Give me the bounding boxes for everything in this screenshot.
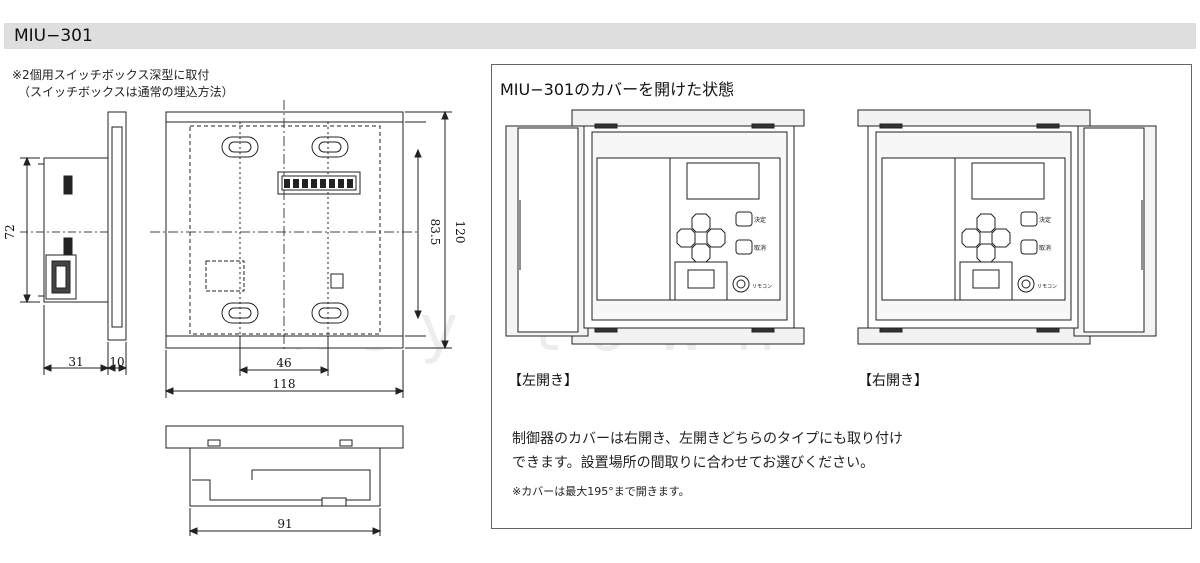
model-title: MIU−301 bbox=[14, 26, 93, 46]
dim-side-height: 72 bbox=[3, 224, 17, 239]
cover-description-1: 制御器のカバーは右開き、左開きどちらのタイプにも取り付け bbox=[512, 431, 904, 447]
left-remote-label: リモコン bbox=[752, 284, 772, 290]
dim-side-depth: 31 bbox=[68, 355, 83, 369]
left-open-caption: 【左開き】 bbox=[508, 373, 578, 389]
mount-note-2: （スイッチボックスは通常の埋込方法） bbox=[18, 85, 234, 99]
right-open-caption: 【右開き】 bbox=[858, 373, 928, 389]
cover-panel-title: MIU−301のカバーを開けた状態 bbox=[500, 80, 735, 99]
dim-bottom-width: 91 bbox=[277, 517, 292, 531]
cover-open-panel bbox=[491, 64, 1192, 529]
left-btn-decide-label: 決定 bbox=[754, 216, 766, 224]
device-right-open bbox=[857, 109, 1157, 345]
cover-description-2: できます。設置場所の間取りに合わせてお選びください。 bbox=[512, 455, 875, 471]
dim-front-inner-height: 83.5 bbox=[428, 219, 442, 246]
right-remote-label: リモコン bbox=[1037, 284, 1057, 290]
terminal-block bbox=[284, 179, 353, 188]
bottom-view bbox=[165, 425, 404, 507]
dim-front-height: 120 bbox=[453, 221, 467, 244]
cover-footnote: ※カバーは最大195°まで開きます。 bbox=[512, 485, 690, 498]
model-title-bar: MIU−301 bbox=[4, 23, 1196, 49]
side-view bbox=[20, 111, 127, 341]
device-left-open bbox=[505, 109, 805, 345]
dim-front-width: 118 bbox=[273, 377, 296, 391]
dim-hole-pitch: 46 bbox=[276, 356, 291, 370]
mount-note-1: ※2個用スイッチボックス深型に取付 bbox=[12, 68, 210, 82]
right-btn-cancel-label: 取消 bbox=[1039, 244, 1051, 252]
right-btn-decide-label: 決定 bbox=[1039, 216, 1051, 224]
dim-side-plate: 10 bbox=[109, 355, 124, 369]
front-view bbox=[150, 100, 420, 350]
left-btn-cancel-label: 取消 bbox=[754, 244, 766, 252]
